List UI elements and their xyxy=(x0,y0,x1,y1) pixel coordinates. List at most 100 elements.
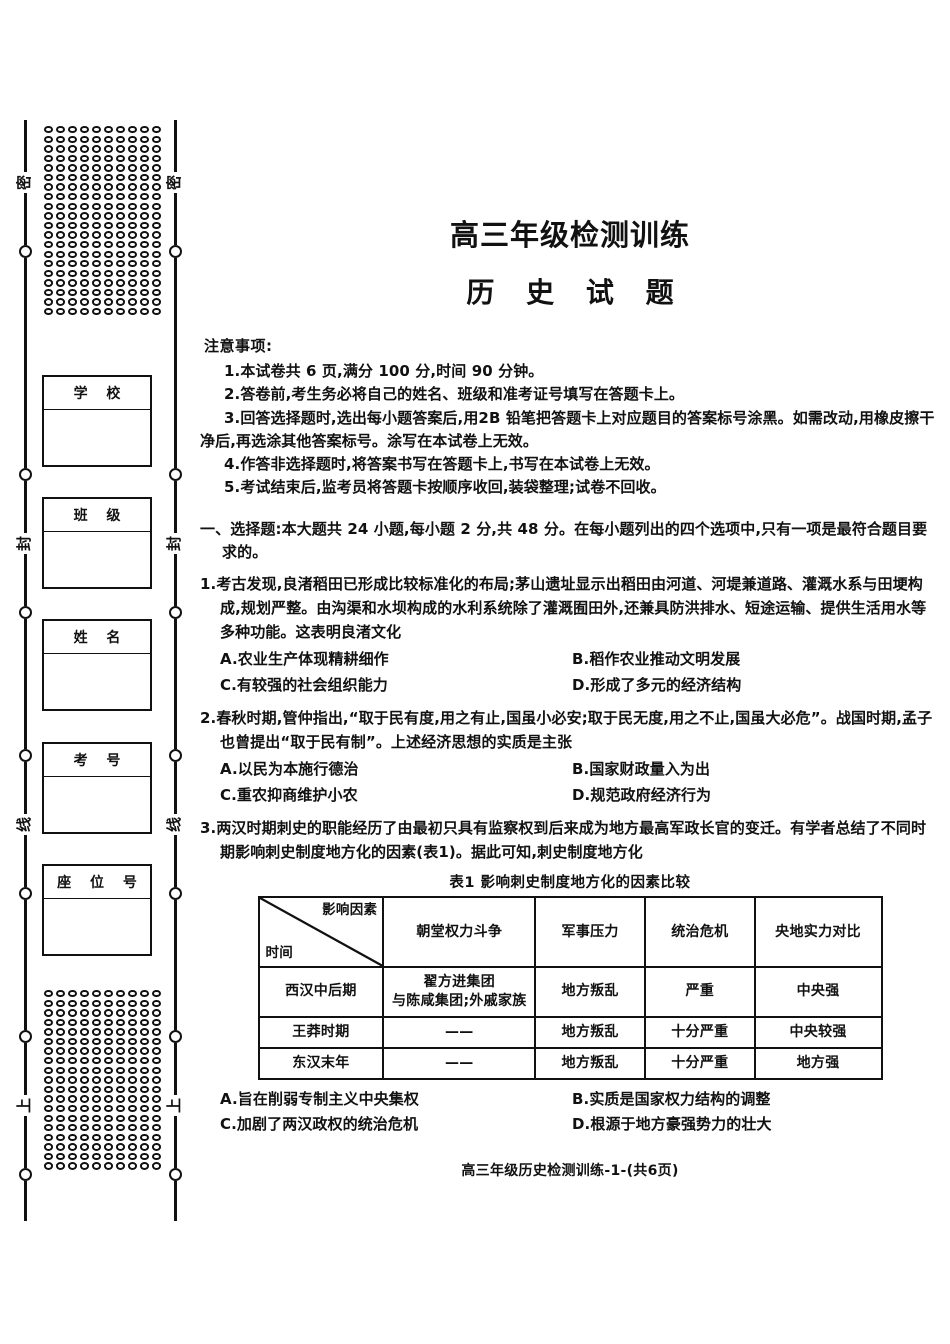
answer-bubble[interactable] xyxy=(103,231,113,239)
answer-bubble[interactable] xyxy=(139,1037,149,1046)
answer-bubble[interactable] xyxy=(67,1162,77,1170)
answer-bubble[interactable] xyxy=(44,298,53,306)
answer-bubble[interactable] xyxy=(115,1095,125,1103)
answer-bubble[interactable] xyxy=(79,1133,89,1142)
answer-bubble[interactable] xyxy=(79,164,89,172)
answer-bubble[interactable] xyxy=(67,1018,77,1027)
answer-bubble[interactable] xyxy=(103,269,113,278)
answer-bubble[interactable] xyxy=(79,202,89,211)
answer-bubble[interactable] xyxy=(44,1009,53,1017)
answer-bubble[interactable] xyxy=(115,126,125,134)
answer-bubble[interactable] xyxy=(103,135,113,143)
answer-bubble[interactable] xyxy=(91,1104,101,1113)
answer-bubble[interactable] xyxy=(67,164,77,172)
answer-bubble[interactable] xyxy=(79,260,89,268)
answer-bubble[interactable] xyxy=(151,221,161,230)
answer-bubble[interactable] xyxy=(151,231,161,239)
answer-bubble[interactable] xyxy=(127,307,137,316)
answer-bubble[interactable] xyxy=(139,1104,149,1113)
answer-bubble[interactable] xyxy=(115,279,125,287)
answer-bubble[interactable] xyxy=(103,307,113,316)
answer-bubble[interactable] xyxy=(115,1066,125,1075)
answer-bubble[interactable] xyxy=(91,164,101,172)
answer-bubble[interactable] xyxy=(79,212,89,220)
answer-bubble[interactable] xyxy=(103,1066,113,1075)
answer-bubble[interactable] xyxy=(79,1018,89,1027)
answer-bubble[interactable] xyxy=(91,1095,101,1103)
answer-bubble[interactable] xyxy=(44,1133,53,1142)
answer-bubble[interactable] xyxy=(55,1047,65,1055)
answer-bubble[interactable] xyxy=(67,154,77,163)
answer-bubble[interactable] xyxy=(127,260,137,268)
answer-bubble[interactable] xyxy=(151,279,161,287)
answer-bubble[interactable] xyxy=(79,269,89,278)
answer-bubble[interactable] xyxy=(55,183,65,191)
answer-bubble[interactable] xyxy=(44,1085,53,1094)
answer-bubble[interactable] xyxy=(67,135,77,143)
answer-bubble[interactable] xyxy=(127,990,137,998)
answer-bubble[interactable] xyxy=(55,1104,65,1113)
answer-bubble[interactable] xyxy=(115,1028,125,1036)
answer-bubble[interactable] xyxy=(139,279,149,287)
answer-bubble[interactable] xyxy=(103,288,113,297)
answer-bubble[interactable] xyxy=(103,1076,113,1084)
answer-bubble[interactable] xyxy=(139,154,149,163)
answer-bubble[interactable] xyxy=(91,1124,101,1132)
answer-bubble[interactable] xyxy=(79,279,89,287)
answer-bubble[interactable] xyxy=(115,250,125,258)
answer-bubble[interactable] xyxy=(55,1152,65,1161)
answer-bubble[interactable] xyxy=(115,1114,125,1122)
answer-bubble[interactable] xyxy=(67,173,77,182)
info-box-class[interactable]: 班 级 xyxy=(42,497,152,589)
answer-bubble[interactable] xyxy=(91,260,101,268)
answer-bubble[interactable] xyxy=(139,269,149,278)
answer-bubble[interactable] xyxy=(115,183,125,191)
answer-bubble[interactable] xyxy=(115,990,125,998)
answer-bubble[interactable] xyxy=(127,164,137,172)
question-2-option-b[interactable]: B.国家财政量入为出 xyxy=(572,760,711,778)
answer-bubble[interactable] xyxy=(139,999,149,1007)
answer-bubble[interactable] xyxy=(139,1028,149,1036)
answer-bubble[interactable] xyxy=(91,1152,101,1161)
answer-bubble[interactable] xyxy=(115,1009,125,1017)
answer-bubble[interactable] xyxy=(151,999,161,1007)
answer-bubble[interactable] xyxy=(67,1095,77,1103)
answer-bubble[interactable] xyxy=(127,1143,137,1151)
answer-bubble[interactable] xyxy=(103,1124,113,1132)
answer-bubble[interactable] xyxy=(67,183,77,191)
answer-bubble[interactable] xyxy=(151,173,161,182)
answer-bubble[interactable] xyxy=(127,999,137,1007)
answer-bubble[interactable] xyxy=(55,1085,65,1094)
answer-bubble[interactable] xyxy=(151,1009,161,1017)
answer-bubble[interactable] xyxy=(91,1018,101,1027)
answer-bubble[interactable] xyxy=(79,1047,89,1055)
answer-bubble[interactable] xyxy=(91,288,101,297)
answer-bubble[interactable] xyxy=(55,1076,65,1084)
answer-bubble[interactable] xyxy=(91,1057,101,1065)
answer-bubble[interactable] xyxy=(55,307,65,316)
answer-bubble[interactable] xyxy=(139,260,149,268)
answer-bubble[interactable] xyxy=(79,126,89,134)
answer-bubble[interactable] xyxy=(67,145,77,153)
answer-bubble[interactable] xyxy=(91,240,101,249)
answer-bubble[interactable] xyxy=(79,221,89,230)
answer-bubble[interactable] xyxy=(55,269,65,278)
answer-bubble[interactable] xyxy=(67,1047,77,1055)
answer-bubble[interactable] xyxy=(91,221,101,230)
answer-bubble[interactable] xyxy=(91,1066,101,1075)
answer-bubble[interactable] xyxy=(67,193,77,201)
answer-bubble[interactable] xyxy=(55,1114,65,1122)
answer-bubble[interactable] xyxy=(115,154,125,163)
answer-bubble[interactable] xyxy=(44,126,53,134)
answer-bubble[interactable] xyxy=(151,288,161,297)
answer-bubble[interactable] xyxy=(151,1018,161,1027)
answer-bubble[interactable] xyxy=(55,154,65,163)
answer-bubble[interactable] xyxy=(151,1047,161,1055)
answer-bubble[interactable] xyxy=(91,1162,101,1170)
answer-bubble[interactable] xyxy=(115,1104,125,1113)
answer-bubble[interactable] xyxy=(44,279,53,287)
answer-bubble[interactable] xyxy=(127,231,137,239)
answer-bubble[interactable] xyxy=(151,1095,161,1103)
answer-bubble[interactable] xyxy=(103,990,113,998)
answer-bubble[interactable] xyxy=(151,307,161,316)
